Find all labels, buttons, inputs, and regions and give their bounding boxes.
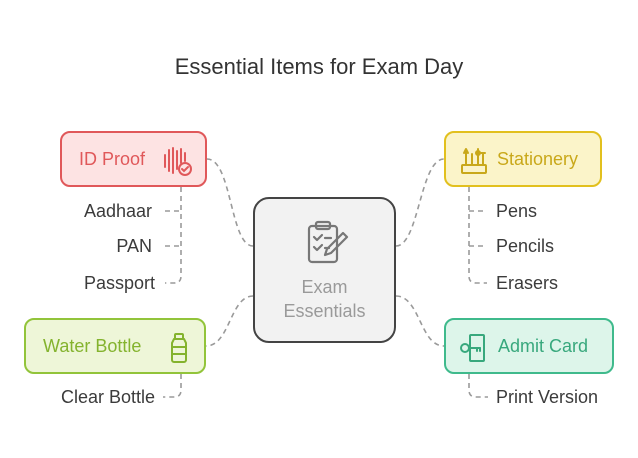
item-aadhaar: Aadhaar bbox=[83, 201, 152, 221]
connector-water-branch bbox=[163, 374, 182, 398]
connector-stationery-branch bbox=[468, 187, 487, 284]
item-pens: Pens bbox=[496, 201, 538, 221]
category-label: Stationery bbox=[497, 149, 579, 169]
category-label: Admit Card bbox=[498, 336, 589, 356]
connector-admit-branch bbox=[468, 374, 488, 398]
item-erasers: Erasers bbox=[496, 273, 559, 293]
connector-water-bottle bbox=[205, 295, 254, 347]
pencil-cup-icon bbox=[458, 145, 490, 182]
door-key-icon bbox=[458, 332, 490, 369]
item-clear-bottle: Clear Bottle bbox=[60, 387, 155, 407]
bottle-icon bbox=[167, 332, 191, 369]
center-node: Exam Essentials bbox=[253, 197, 396, 343]
connector-admit-card bbox=[395, 295, 445, 347]
category-id-proof: ID Proof bbox=[60, 131, 207, 187]
category-label: ID Proof bbox=[79, 149, 146, 169]
clipboard-checklist-icon bbox=[303, 219, 351, 272]
center-label-line2: Essentials bbox=[283, 301, 366, 321]
item-print-version: Print Version bbox=[496, 387, 599, 407]
category-water-bottle: Water Bottle bbox=[24, 318, 206, 374]
connector-stationery bbox=[395, 158, 445, 247]
category-admit-card: Admit Card bbox=[444, 318, 614, 374]
item-pencils: Pencils bbox=[496, 236, 555, 256]
category-stationery: Stationery bbox=[444, 131, 602, 187]
center-label-line1: Exam bbox=[301, 277, 348, 297]
fingerprint-check-icon bbox=[162, 145, 194, 182]
diagram-title: Essential Items for Exam Day bbox=[174, 54, 464, 79]
connector-id-proof bbox=[206, 158, 254, 247]
item-pan: PAN bbox=[116, 236, 152, 256]
category-label: Water Bottle bbox=[43, 336, 142, 356]
connector-id-branch bbox=[165, 187, 182, 284]
item-passport: Passport bbox=[83, 273, 155, 293]
